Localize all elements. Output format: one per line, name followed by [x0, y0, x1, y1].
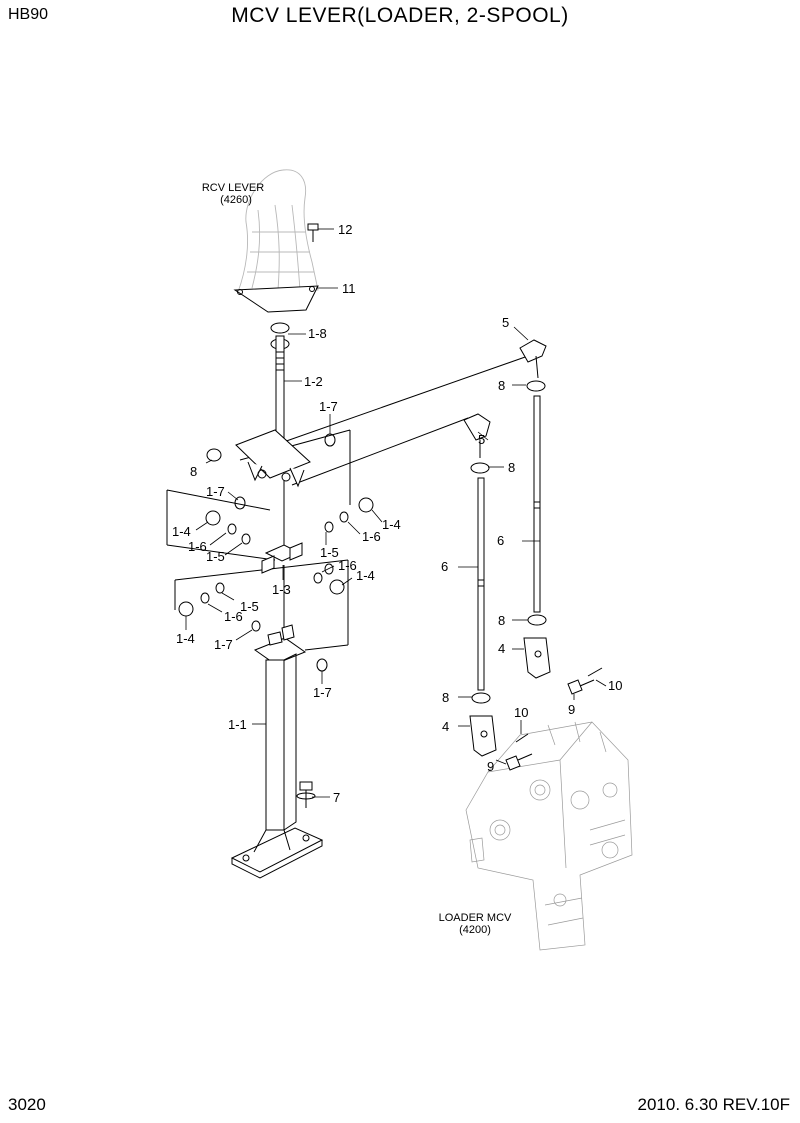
- rcv-lever-label: RCV LEVER: [202, 182, 264, 194]
- callout: 1-4: [172, 524, 191, 539]
- left-lever-assembly: [178, 223, 374, 879]
- callout: 8: [498, 378, 505, 393]
- callout: 1-3: [272, 582, 291, 597]
- callout: 1-5: [320, 545, 339, 560]
- callout: 8: [190, 464, 197, 479]
- callout: 9: [568, 702, 575, 717]
- callout: 1-4: [382, 517, 401, 532]
- callout: 1-4: [356, 568, 375, 583]
- callout: 1-6: [362, 529, 381, 544]
- callout: 10: [608, 678, 622, 693]
- callout: 1-5: [240, 599, 259, 614]
- callout: 12: [338, 222, 352, 237]
- callout: 4: [442, 719, 449, 734]
- loader-mcv-label: LOADER MCV: [439, 912, 512, 924]
- loader-mcv-ghost: [465, 721, 633, 951]
- callout: 1-6: [338, 558, 357, 573]
- callout: 7: [333, 790, 340, 805]
- callout: 8: [498, 613, 505, 628]
- callout: 1-1: [228, 717, 247, 732]
- callout: 8: [442, 690, 449, 705]
- callout: 1-6: [188, 539, 207, 554]
- callout: 6: [497, 533, 504, 548]
- callout-labels: 12 11 1-8 1-2 1-7 8 1-7 1-4 1-6 1-5 1-4 …: [172, 222, 622, 805]
- leader-lines: [185, 228, 607, 798]
- callout: 6: [441, 559, 448, 574]
- page-title: MCV LEVER(LOADER, 2-SPOOL): [231, 4, 569, 27]
- rcv-lever-ref: (4260): [220, 194, 252, 206]
- callout: 10: [514, 705, 528, 720]
- page-number: 3020: [8, 1095, 46, 1114]
- callout: 1-5: [206, 549, 225, 564]
- callout: 11: [342, 281, 356, 296]
- model-code: HB90: [8, 6, 49, 23]
- callout: 1-7: [206, 484, 225, 499]
- callout: 1-2: [304, 374, 323, 389]
- callout: 1-6: [224, 609, 243, 624]
- callout: 1-4: [176, 631, 195, 646]
- callout: 9: [487, 759, 494, 774]
- callout: 1-7: [313, 685, 332, 700]
- callout: 1-7: [319, 399, 338, 414]
- callout: 8: [508, 460, 515, 475]
- callout: 4: [498, 641, 505, 656]
- loader-mcv-ref: (4200): [459, 924, 491, 936]
- revision-date: 2010. 6.30 REV.10F: [637, 1095, 791, 1114]
- callout: 5: [478, 432, 485, 447]
- guide-lines: [166, 355, 529, 651]
- callout: 5: [502, 315, 509, 330]
- callout: 1-8: [308, 326, 327, 341]
- linkage-rods: [463, 339, 603, 771]
- callout: 1-7: [214, 637, 233, 652]
